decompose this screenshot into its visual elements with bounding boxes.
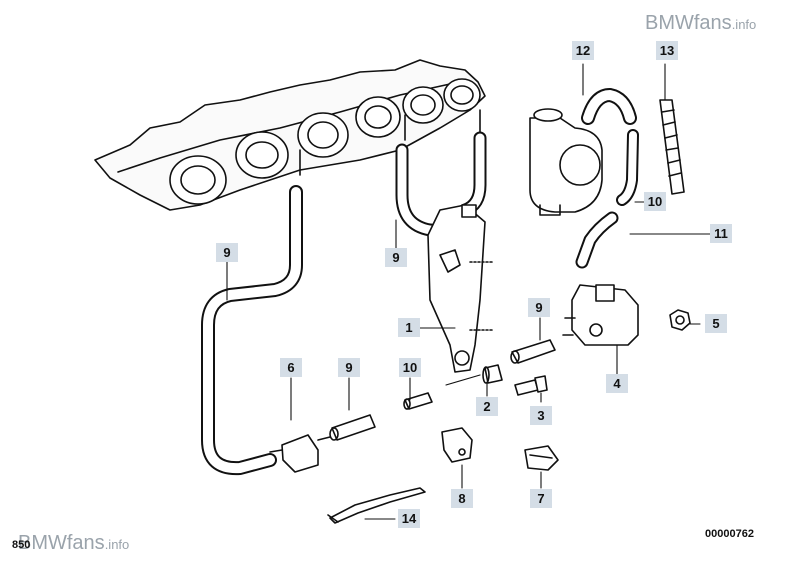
solenoid-valve: [562, 284, 639, 346]
bolt: [514, 375, 548, 396]
watermark-suffix: .info: [104, 537, 130, 552]
callout-9-left[interactable]: 9: [216, 243, 238, 262]
callout-9-middle[interactable]: 9: [338, 358, 360, 377]
tube-9-right: [510, 339, 556, 364]
callout-9-center[interactable]: 9: [385, 248, 407, 267]
intake-manifold: [94, 59, 486, 211]
callout-8[interactable]: 8: [451, 489, 473, 508]
hose-9-left: [201, 185, 303, 476]
callout-14[interactable]: 14: [398, 509, 420, 528]
nut: [669, 309, 691, 331]
callout-1[interactable]: 1: [398, 318, 420, 337]
callout-2[interactable]: 2: [476, 397, 498, 416]
callout-13[interactable]: 13: [656, 41, 678, 60]
pressure-valve: [529, 108, 603, 216]
callout-10-small[interactable]: 10: [399, 358, 421, 377]
watermark-bottom: BMWfans.info: [18, 532, 129, 555]
watermark-suffix: .info: [731, 17, 757, 32]
callout-6[interactable]: 6: [280, 358, 302, 377]
tube-9-middle: [329, 414, 376, 441]
leader-lines: [226, 63, 711, 520]
bracket: [427, 204, 493, 373]
diagram-code-left: 850: [12, 539, 31, 551]
callout-3[interactable]: 3: [530, 406, 552, 425]
tube-10-small: [403, 392, 433, 410]
cable-tie: [327, 487, 426, 524]
sleeve: [482, 364, 503, 384]
clamp: [524, 445, 559, 471]
watermark-brand: BMWfans: [645, 12, 732, 34]
callout-11[interactable]: 11: [710, 224, 732, 243]
callout-5[interactable]: 5: [705, 314, 727, 333]
clip: [441, 427, 473, 463]
watermark-top: BMWfans.info: [645, 12, 756, 35]
rod: [659, 99, 685, 195]
callout-12[interactable]: 12: [572, 41, 594, 60]
callout-9-right[interactable]: 9: [528, 298, 550, 317]
diagram-code-right: 00000762: [705, 528, 754, 540]
callout-4[interactable]: 4: [606, 374, 628, 393]
connector: [269, 434, 331, 473]
watermark-brand: BMWfans: [18, 532, 105, 554]
callout-7[interactable]: 7: [530, 489, 552, 508]
callout-10-upper[interactable]: 10: [644, 192, 666, 211]
